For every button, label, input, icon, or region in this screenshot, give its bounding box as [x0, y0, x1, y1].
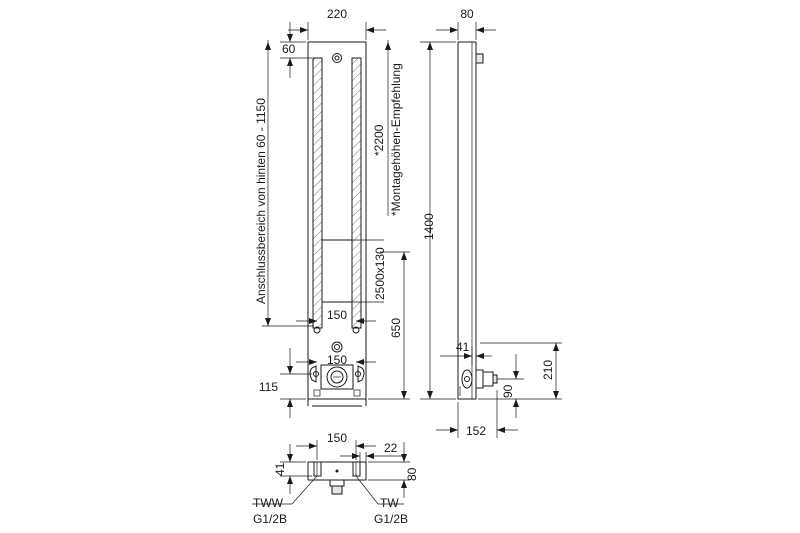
height-star-label: *2200 [372, 124, 386, 156]
dim-plan-80: 80 [368, 442, 419, 498]
side-90-label: 90 [501, 384, 515, 398]
tww-label: TWW [253, 496, 284, 510]
side-depth-label: 80 [460, 7, 474, 21]
dim-panel-size: 2500x130 [352, 239, 387, 303]
side-152-label: 152 [466, 424, 486, 438]
plan-22-label: 22 [384, 441, 398, 455]
mounting-note-label: *Montagehöhen-Empfehlung [389, 63, 403, 216]
dim-plan-150: 150 [296, 431, 376, 460]
side-210-label: 210 [541, 360, 555, 380]
label-tw: TW G1/2B [355, 475, 408, 526]
dim-plan-22: 22 [340, 441, 404, 462]
plan-41-label: 41 [273, 462, 287, 476]
dim-lower-spacing-top: 150 [296, 308, 376, 324]
height-650-label: 650 [389, 318, 403, 338]
right-rail [351, 57, 362, 329]
front-width-label: 220 [327, 7, 347, 21]
dim-lower-spacing-bottom: 150 [296, 353, 376, 367]
front-view [307, 41, 367, 407]
tw-label: TW [380, 496, 399, 510]
dim-side-90: 90 [497, 354, 524, 418]
side-body [457, 41, 477, 400]
bottom-fitting [326, 366, 348, 388]
dim-plan-41: 41 [273, 444, 312, 494]
center-panel [321, 239, 353, 303]
top-offset-label: 60 [282, 42, 296, 56]
dim-side-210: 210 [478, 342, 562, 400]
dim-front-width: 220 [288, 7, 386, 40]
top-fitting [332, 53, 342, 63]
tww-thread-label: G1/2B [253, 512, 287, 526]
side-height-label: 1400 [422, 213, 436, 240]
dim-height-650: 650 [368, 251, 410, 400]
bottom-height-label: 115 [259, 380, 278, 394]
dim-side-152: 152 [436, 390, 518, 438]
dim-height-star: *2200 *Montagehöhen-Empfehlung [372, 40, 403, 216]
panel-size-label: 2500x130 [373, 247, 387, 300]
middle-fitting [331, 341, 343, 353]
left-rail [312, 57, 323, 329]
side-41-label: 41 [456, 340, 470, 354]
dim-bottom-height: 115 [259, 348, 312, 418]
tw-thread-label: G1/2B [374, 512, 408, 526]
dim-top-offset: 60 [280, 22, 312, 78]
plan-150-label: 150 [327, 431, 347, 445]
label-tww: TWW G1/2B [252, 475, 318, 526]
lower-spacing-top-label: 150 [327, 308, 347, 322]
dim-connection-range: Anschlussbereich von hinten 60 - 1150 [254, 40, 314, 327]
lower-spacing-bottom-label: 150 [327, 353, 347, 367]
dim-side-depth: 80 [436, 7, 496, 40]
dim-side-41: 41 [440, 340, 492, 366]
plan-80-label: 80 [405, 467, 419, 481]
connection-range-label: Anschlussbereich von hinten 60 - 1150 [254, 98, 268, 304]
plan-view [307, 461, 367, 495]
dim-side-height: 1400 [420, 41, 456, 400]
front-frame [307, 41, 367, 400]
